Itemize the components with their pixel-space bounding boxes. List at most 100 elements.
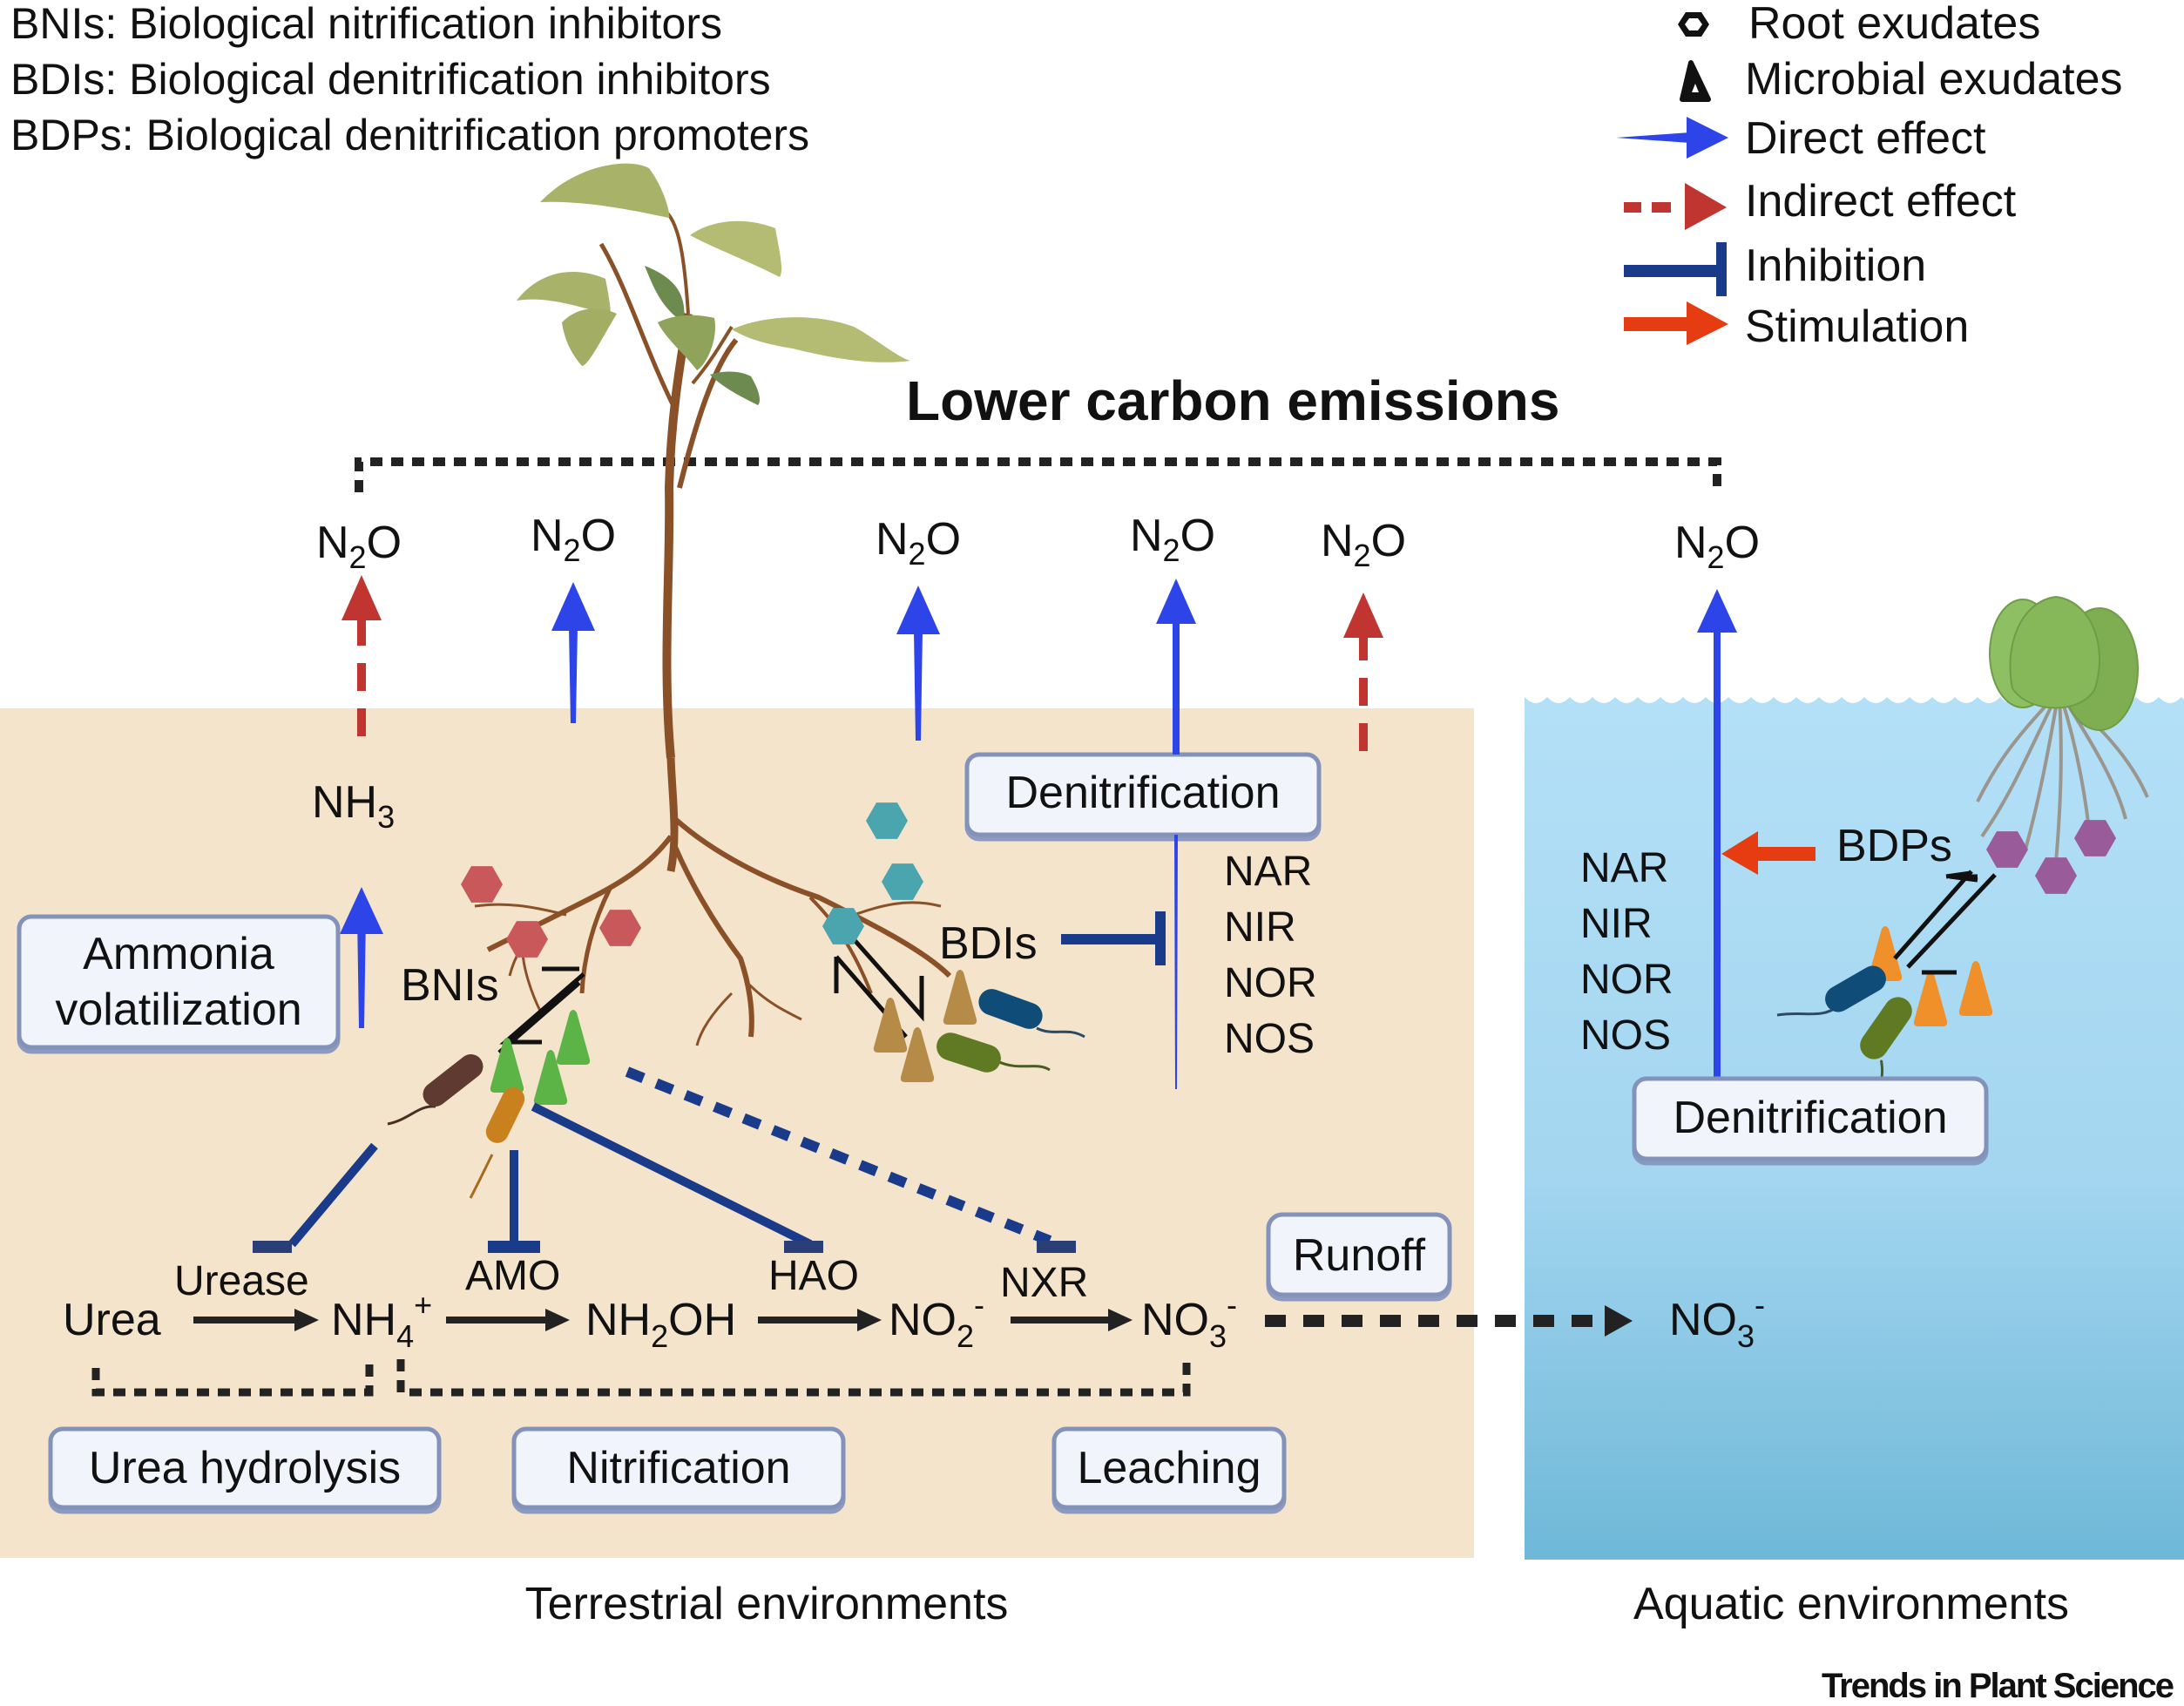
- bni-microbial-exudate-triangle: [533, 1050, 568, 1105]
- ammonia-volatilization-box: Ammonia volatilization: [17, 914, 341, 1050]
- no2-label: NO2-: [889, 1287, 984, 1354]
- direct-arrow-head: [896, 586, 940, 634]
- abbreviation-list: BNIs: Biological nitrification inhibitor…: [10, 0, 809, 159]
- enzyme-nor: NOR: [1224, 960, 1317, 1006]
- bacterium-green-terrestrial: [936, 1032, 1051, 1073]
- blue-arrow-icon: [1616, 117, 1728, 159]
- bacterium-orange: [469, 1087, 525, 1199]
- enzyme-nos: NOS: [1224, 1016, 1315, 1062]
- svg-text:N2O: N2O: [1321, 516, 1406, 573]
- bni-inhibition-lines: [253, 1066, 1076, 1253]
- enzyme-nxr: NXR: [1000, 1260, 1088, 1306]
- bdp-root-exudate-hexagon: [2035, 857, 2077, 894]
- terrestrial-denitrification-enzymes: NAR NIR NOR NOS: [1224, 849, 1317, 1062]
- n2o-aquatic: N2O: [1674, 518, 1760, 575]
- svg-text:N2O: N2O: [876, 514, 961, 572]
- enzyme-nir: NIR: [1580, 901, 1653, 947]
- bdps-label: BDPs: [1836, 821, 1952, 871]
- bni-root-exudate-hexagon: [506, 921, 548, 958]
- bacterium-brown: [387, 1053, 483, 1126]
- legend-label: Stimulation: [1745, 301, 1969, 352]
- emissions-bracket: [355, 457, 1721, 492]
- bnis-label: BNIs: [401, 960, 499, 1011]
- bni-root-exudate-hexagon: [599, 910, 641, 946]
- nh4-label: NH4+: [331, 1287, 432, 1354]
- aquatic-direct-arrow: [1697, 589, 1737, 1077]
- nitrogen-pathway: Urease AMO HAO NXR Urea NH4+ NH2OH NO2- …: [63, 1253, 1237, 1397]
- bdp-microbial-exudate-triangle: [1913, 971, 1948, 1026]
- legend-label: Microbial exudates: [1745, 54, 2123, 105]
- aquatic-denitrification-box: Denitrification: [1632, 1076, 1989, 1161]
- n2o-denitrification: N2O: [1130, 511, 1215, 568]
- bni-root-exudate-hexagon: [461, 866, 503, 903]
- runoff-box: Runoff: [1266, 1212, 1452, 1297]
- direct-arrow-head: [551, 582, 595, 631]
- aquatic-label: Aquatic environments: [1633, 1579, 2069, 1629]
- enzyme-urease: Urease: [174, 1258, 309, 1304]
- bdp-microbial-exudate-triangle: [1958, 961, 1993, 1016]
- svg-text:Denitrification: Denitrification: [1005, 768, 1280, 818]
- inhibit-nxr: [625, 1066, 1052, 1246]
- bdi-microbial-exudate-triangle: [900, 1027, 935, 1082]
- bdis-inhibition: BDIs: [939, 911, 1166, 969]
- aquatic-plant-illustration: [1976, 595, 2149, 863]
- abbr-bdps: BDPs: Biological denitrification promote…: [10, 111, 809, 159]
- svg-text:Ammonia: Ammonia: [83, 929, 274, 979]
- runoff-arrow: [1265, 1305, 1633, 1337]
- hexagon-icon: [1678, 12, 1709, 37]
- inhibit-urease: [288, 1142, 378, 1248]
- legend: Root exudates Microbial exudates Direct …: [1616, 0, 2123, 352]
- legend-label: Root exudates: [1748, 0, 2040, 49]
- pathway-arrows: [193, 1309, 1133, 1331]
- svg-text:NH3: NH3: [312, 777, 395, 835]
- n2o-ammonia: N2O: [316, 518, 402, 575]
- bdi-root-exudate-hexagon: [866, 802, 908, 839]
- svg-text:N2O: N2O: [316, 518, 402, 575]
- inhibit-amo-bar: [488, 1241, 540, 1253]
- svg-text:Denitrification: Denitrification: [1673, 1093, 1947, 1143]
- inhibit-urease-bar: [253, 1241, 292, 1253]
- legend-indirect-effect: Indirect effect: [1624, 176, 2017, 230]
- abbr-bdis: BDIs: Biological denitrification inhibit…: [10, 55, 771, 104]
- direct-arrow-shaft: [914, 631, 923, 741]
- enzyme-nar: NAR: [1224, 849, 1312, 895]
- enzyme-nos: NOS: [1580, 1012, 1671, 1059]
- brand-label: Trends in Plant Science: [1822, 1667, 2174, 1705]
- leaching-box: Leaching: [1051, 1426, 1287, 1510]
- bdis-label: BDIs: [939, 918, 1038, 969]
- plant-illustration: [474, 163, 952, 1046]
- svg-text:N2O: N2O: [1130, 511, 1215, 568]
- aquatic-no3-label: NO3-: [1669, 1287, 1765, 1354]
- bacteria: [387, 965, 1912, 1199]
- legend-direct-effect: Direct effect: [1616, 113, 1986, 164]
- direct-arrow-to-nh3: [340, 887, 383, 1028]
- enzyme-nir: NIR: [1224, 904, 1296, 951]
- n2o-nitrification: N2O: [531, 511, 616, 723]
- abbr-bnis: BNIs: Biological nitrification inhibitor…: [10, 0, 722, 48]
- no3-label: NO3-: [1141, 1287, 1237, 1354]
- nh2oh-label: NH2OH: [585, 1295, 736, 1354]
- legend-label: Direct effect: [1745, 113, 1986, 164]
- bdp-root-exudate-hexagon: [1986, 831, 2028, 868]
- bni-microbial-exudate-triangle: [556, 1010, 591, 1065]
- bacterium-blue-terrestrial: [978, 989, 1085, 1039]
- terrestrial-soil-background: [0, 708, 1474, 1558]
- aquatic-denitrification-enzymes: NAR NIR NOR NOS: [1580, 845, 1673, 1059]
- nitrification-box: Nitrification: [511, 1426, 846, 1510]
- enzyme-hao: HAO: [768, 1253, 859, 1299]
- nh3-label: NH3: [312, 777, 395, 835]
- svg-text:Leaching: Leaching: [1077, 1443, 1261, 1493]
- bdi-root-exudate-hexagon: [822, 908, 864, 944]
- svg-text:N2O: N2O: [1674, 518, 1760, 575]
- urea-label: Urea: [63, 1295, 161, 1345]
- inhibit-hao: [531, 1102, 813, 1249]
- bni-microbial-exudate-triangle: [490, 1038, 524, 1093]
- legend-label: Indirect effect: [1745, 176, 2017, 227]
- legend-root-exudates: Root exudates: [1678, 0, 2040, 49]
- bacterium-blue-aquatic: [1776, 965, 1886, 1017]
- enzyme-amo: AMO: [465, 1253, 560, 1299]
- legend-stimulation: Stimulation: [1624, 301, 1969, 352]
- inhibit-nxr-bar: [1037, 1241, 1076, 1253]
- svg-text:Nitrification: Nitrification: [566, 1443, 790, 1493]
